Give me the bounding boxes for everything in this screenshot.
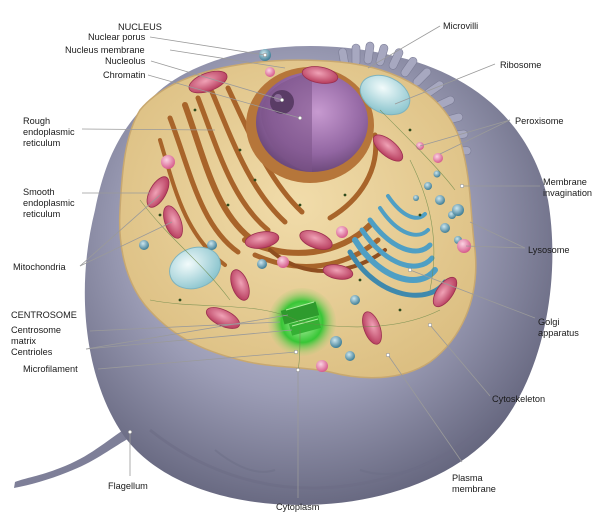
label-nucleus: NUCLEUS (118, 22, 162, 32)
label-centrosome: CENTROSOME (11, 310, 77, 320)
label-chromatin: Chromatin (103, 70, 145, 80)
nucleus-shape (246, 67, 374, 183)
label-nucleus-membrane: Nucleus membrane (65, 45, 145, 55)
mitochondria-group (146, 66, 458, 345)
label-mitochondria: Mitochondria (13, 262, 66, 272)
label-plasma-membrane-line2: membrane (452, 484, 496, 494)
label-anchors (127, 52, 465, 435)
shell-fold (359, 454, 441, 476)
label-microvilli: Microvilli (443, 21, 478, 31)
shell-fold (149, 428, 481, 490)
golgi-vesicles (413, 170, 462, 244)
vesicles-group (161, 67, 471, 372)
label-rough-er-line2: endoplasmic (23, 127, 75, 137)
label-golgi-apparatus-line2: apparatus (538, 328, 579, 338)
label-plasma-membrane: Plasma (452, 473, 484, 483)
label-microfilament: Microfilament (23, 364, 78, 374)
label-flagellum: Flagellum (108, 481, 148, 491)
vacuole (169, 246, 221, 290)
ribosome-dots (158, 108, 422, 312)
label-peroxisome: Peroxisome (515, 116, 564, 126)
label-membrane-invagination: Membrane (543, 177, 587, 187)
label-centrosome-matrix-line2: matrix (11, 336, 36, 346)
label-ribosome: Ribosome (500, 60, 541, 70)
label-smooth-er-line2: endoplasmic (23, 198, 75, 208)
label-rough-er: Rough (23, 116, 50, 126)
vacuole (359, 74, 411, 116)
label-membrane-invagination-line2: invagination (543, 188, 592, 198)
label-nucleolus: Nucleolus (105, 56, 146, 66)
label-lysosome: Lysosome (528, 245, 570, 255)
flagellum-shape (14, 395, 236, 488)
label-centrioles: Centrioles (11, 347, 53, 357)
label-centrosome-matrix: Centrosome (11, 325, 61, 335)
shell-fold (214, 449, 276, 473)
label-smooth-er-line3: reticulum (23, 209, 61, 219)
label-nuclear-porus: Nuclear porus (88, 32, 146, 42)
label-rough-er-line3: reticulum (23, 138, 61, 148)
label-cytoskeleton: Cytoskeleton (492, 394, 545, 404)
centrosome-shape (268, 288, 336, 356)
lysosome-group (139, 49, 464, 361)
leader-lines (79, 25, 540, 498)
label-golgi-apparatus: Golgi (538, 317, 559, 327)
label-smooth-er: Smooth (23, 187, 55, 197)
golgi-apparatus (347, 194, 448, 298)
label-cytoplasm: Cytoplasm (276, 502, 320, 512)
